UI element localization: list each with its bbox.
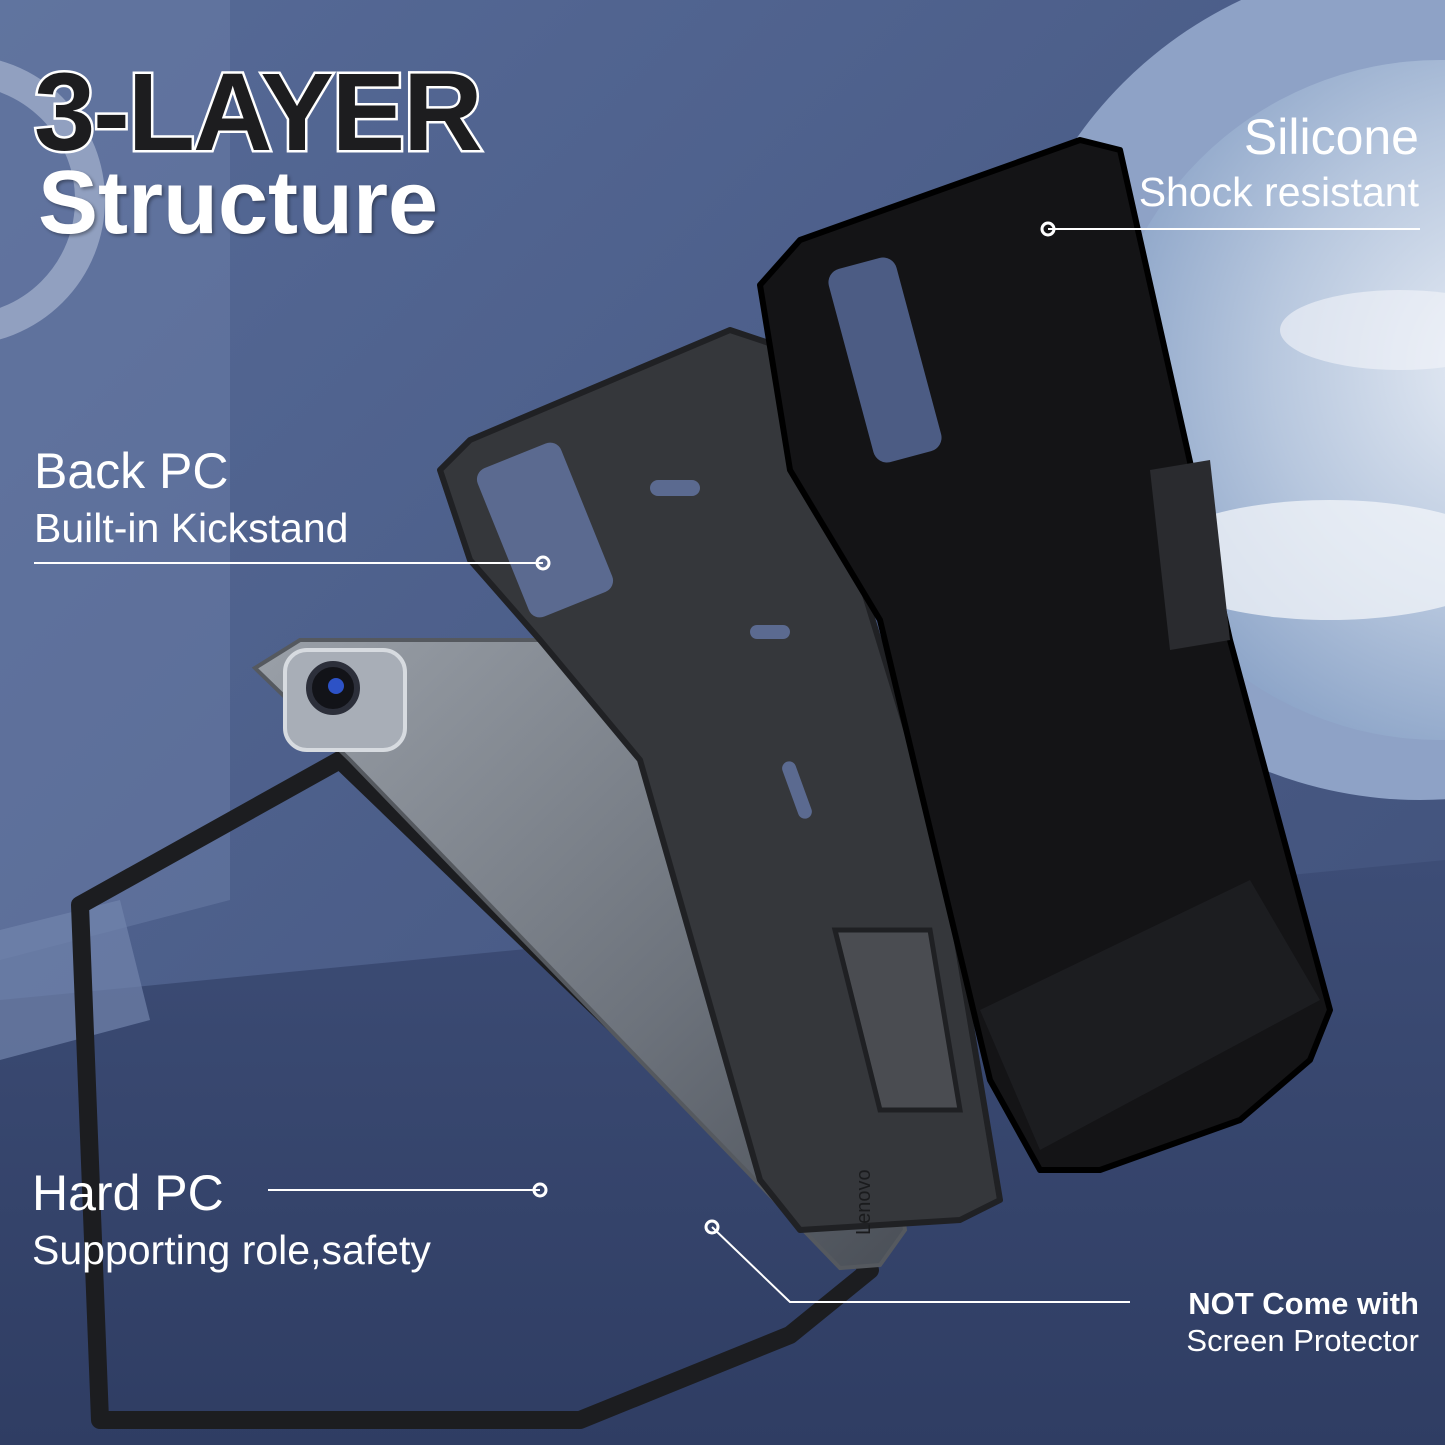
silicone-callout-dot	[1040, 221, 1056, 237]
back-pc-camera-cutout	[476, 442, 614, 618]
camera-lens-glint	[328, 678, 344, 694]
hard-pc-title: Hard PC	[32, 1165, 224, 1221]
protector-callout-line	[711, 1226, 1130, 1303]
protector-title: NOT Come with	[1188, 1286, 1419, 1321]
back-pc-slot-1	[650, 480, 700, 496]
back-pc-title: Back PC	[34, 443, 229, 499]
hard-pc-subtitle: Supporting role,safety	[32, 1227, 431, 1273]
silicone-kickstand-grip	[1150, 460, 1230, 650]
headline-line-2: Structure	[38, 153, 439, 253]
back-pc-slot-3	[782, 761, 812, 819]
silicone-title: Silicone	[1243, 109, 1419, 165]
silicone-camera-cutout	[828, 257, 942, 463]
kickstand	[831, 927, 963, 1113]
decor-ring-left	[0, 60, 105, 340]
silicone-subtitle: Shock resistant	[1138, 169, 1419, 215]
brand-logo: Lenovo	[853, 1169, 875, 1235]
back-pc-slot-2	[750, 625, 790, 639]
protector-subtitle: Screen Protector	[1186, 1323, 1419, 1358]
protector-callout-dot	[704, 1219, 720, 1235]
headline-line-1: 3-LAYER	[32, 51, 486, 174]
hard-pc-frame	[71, 751, 879, 1429]
cloud-layer-2	[1280, 290, 1445, 370]
back-pc-callout-dot	[535, 555, 551, 571]
silicone-bottom-bumper	[980, 880, 1320, 1150]
wall-panel-left	[0, 0, 230, 960]
hard-pc-callout-dot	[532, 1182, 548, 1198]
back-pc-subtitle: Built-in Kickstand	[34, 505, 349, 551]
